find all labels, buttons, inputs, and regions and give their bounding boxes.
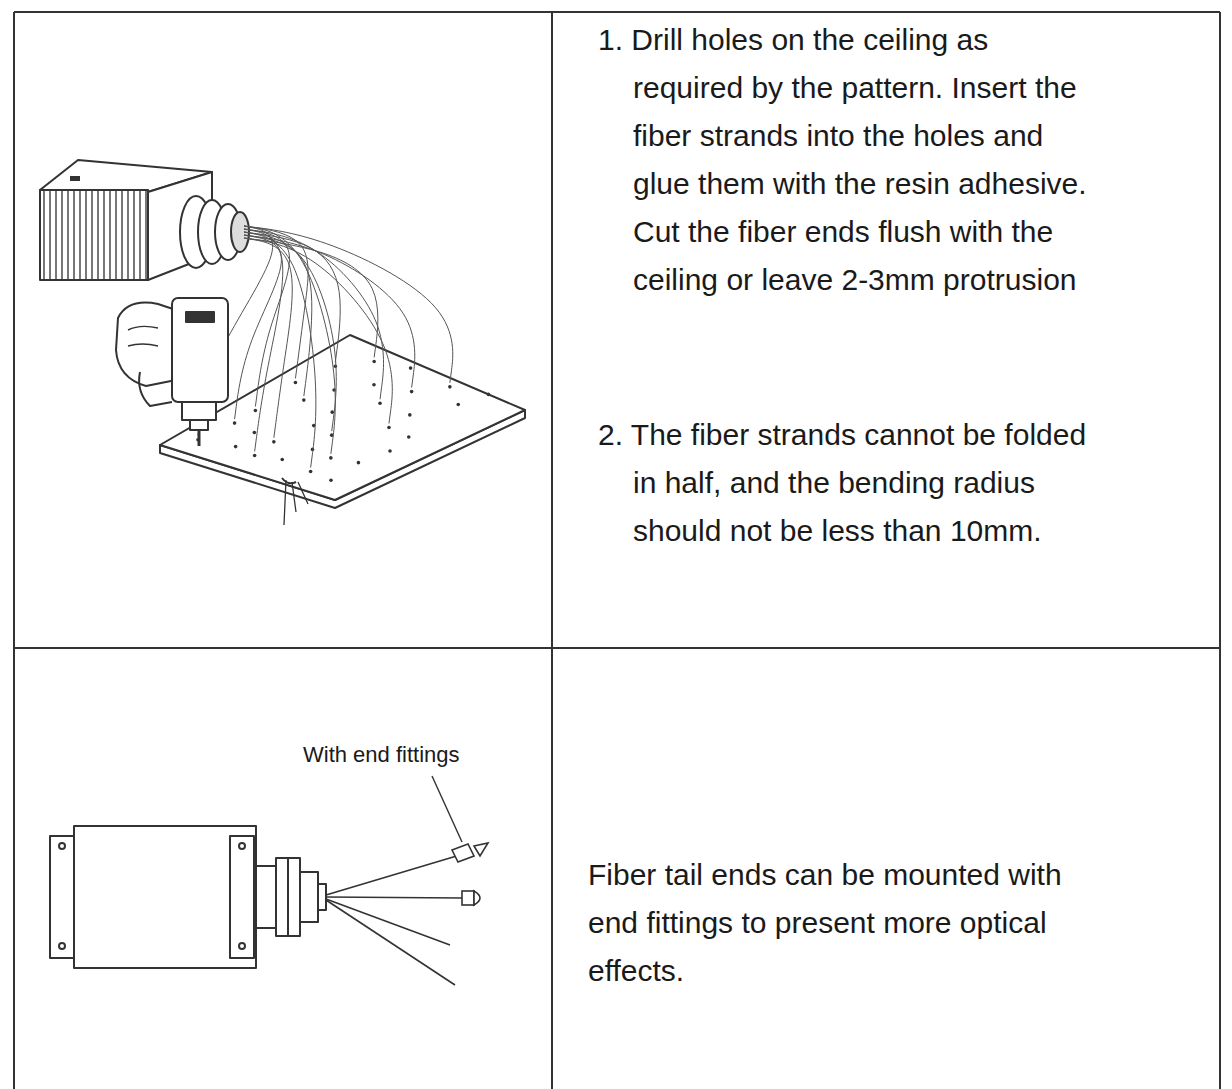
hole-dot: [372, 360, 376, 364]
hole-dot: [409, 366, 413, 370]
fiber-strand: [244, 226, 308, 378]
fiber-strand: [244, 226, 453, 383]
hole-dot: [233, 421, 237, 425]
hole-dot: [330, 410, 334, 414]
hole-dot: [253, 431, 257, 435]
fiber-strand: [244, 229, 283, 451]
fiber-strand: [244, 232, 336, 431]
fiber-strand: [244, 232, 340, 362]
hole-dots: [196, 360, 490, 482]
hole-dot: [378, 401, 382, 405]
description-text: Fiber tail ends can be mounted with end …: [588, 851, 1108, 995]
hole-dot: [294, 381, 298, 385]
hole-dot: [329, 456, 333, 460]
hole-dot: [334, 364, 338, 368]
hole-dot: [302, 398, 306, 402]
fiber-strand: [244, 226, 335, 454]
table-grid: [14, 12, 1220, 1089]
hole-dot: [272, 440, 276, 444]
instruction-step: 1. Drill holes on the ceiling as require…: [598, 16, 1098, 304]
hole-dot: [372, 383, 376, 387]
fiber-strand: [244, 229, 289, 406]
hole-dot: [388, 449, 392, 453]
fiber-strand: [244, 235, 415, 388]
light-source: [40, 160, 249, 280]
hole-dot: [234, 445, 238, 449]
fiber-tails: [326, 843, 488, 985]
hole-dot: [487, 393, 491, 397]
fiber-strand: [244, 229, 384, 399]
hole-dot: [254, 409, 258, 413]
fiber-strand: [244, 235, 312, 396]
fiber-strand: [235, 235, 282, 419]
hole-dot: [329, 478, 333, 482]
hole-dot: [456, 403, 460, 407]
hole-dot: [309, 470, 313, 474]
callout-label: With end fittings: [303, 741, 460, 770]
fiber-strands: [198, 226, 453, 468]
hole-dot: [407, 435, 411, 439]
hole-dot: [357, 461, 361, 465]
light-source-side: [50, 826, 326, 968]
hole-dot: [448, 385, 452, 389]
hole-dot: [253, 454, 257, 458]
hole-dot: [387, 426, 391, 430]
leader-line: [432, 776, 462, 842]
fiber-strand: [244, 238, 392, 424]
hole-dot: [410, 390, 414, 394]
drill: [116, 298, 228, 446]
instruction-step: 2. The fiber strands cannot be folded in…: [598, 411, 1098, 555]
hole-dot: [280, 458, 284, 462]
hole-dot: [408, 413, 412, 417]
